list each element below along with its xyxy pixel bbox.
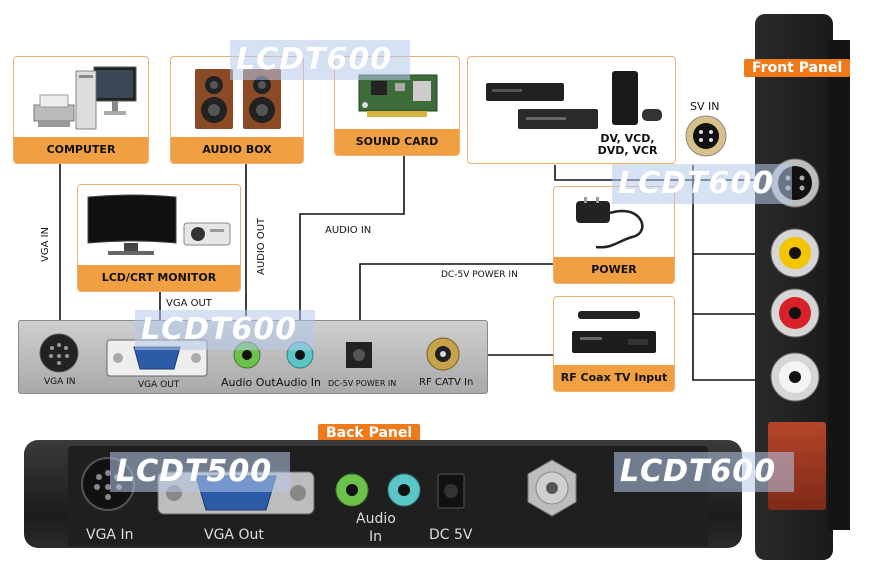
rf-label: RF Coax TV Input (554, 365, 674, 391)
watermark-bg-1 (230, 40, 410, 80)
computer-icon (33, 66, 137, 130)
back-dc-port-icon (437, 473, 465, 509)
sv-in-label: SV IN (690, 100, 720, 113)
power-label: POWER (554, 257, 674, 283)
vga-in-port-icon (39, 333, 79, 373)
watermark-5: LCDT600 (620, 454, 777, 489)
audio-in-cable-label: AUDIO IN (325, 225, 372, 236)
watermark-3: LCDT600 (141, 312, 298, 347)
front-s-in-text: S-IN (823, 168, 838, 195)
watermark-2: LCDT600 (618, 166, 775, 201)
dvd-label-line2: DVD, VCR (597, 144, 658, 157)
dvd-label-line1: DV, VCD, (600, 132, 655, 145)
rf-card: RF Coax TV Input (553, 296, 675, 392)
watermark-bg-3 (135, 310, 315, 350)
front-av-in-label: AV IN (823, 290, 862, 340)
dvd-player-icon (486, 71, 662, 129)
dvd-card: DV, VCD, DVD, VCR (467, 56, 676, 164)
monitor-icon (87, 194, 231, 255)
audio-out-cable-label: AUDIO OUT (256, 217, 267, 275)
watermark-bg-5 (614, 452, 794, 492)
power-adapter-icon (576, 197, 644, 249)
front-panel-side (828, 40, 850, 530)
vga-in-cable-label: VGA IN (40, 226, 51, 262)
top-audio-in-label: Audio In (276, 376, 321, 389)
back-audio-label-line1: Audio (356, 511, 396, 527)
watermark-bg-2 (612, 164, 792, 204)
watermark-1: LCDT600 (236, 42, 393, 77)
watermark-4: LCDT500 (116, 454, 273, 489)
audio-box-card: AUDIO BOX (170, 56, 304, 164)
computer-label: COMPUTER (14, 137, 148, 163)
front-panel-title: Front Panel (744, 59, 851, 77)
audio-box-label: AUDIO BOX (171, 137, 303, 163)
back-audio-label-line2: In (369, 529, 383, 545)
top-dc-label: DC-5V POWER IN (328, 379, 397, 388)
back-rf-port-icon (527, 459, 577, 517)
front-audio-left-port-icon (770, 352, 820, 402)
front-audio-right-port-icon (770, 288, 820, 338)
sound-card-icon (358, 74, 438, 117)
back-audio-in-port-icon (387, 473, 421, 507)
computer-card: COMPUTER (13, 56, 149, 164)
back-panel-title: Back Panel (318, 424, 421, 442)
watermark-bg-4 (110, 452, 290, 492)
tv-tuner-icon (572, 311, 656, 353)
rf-port-icon (426, 337, 460, 371)
back-dc-label: DC 5V (429, 527, 473, 543)
sound-card-label: SOUND CARD (335, 129, 459, 155)
dc-power-cable-label: DC-5V POWER IN (441, 270, 518, 280)
monitor-label: LCD/CRT MONITOR (78, 265, 240, 291)
front-av-in-text: AV IN (823, 290, 838, 325)
dc-port-icon (346, 342, 372, 368)
back-audio-out-port-icon (335, 473, 369, 507)
back-vga-in-label: VGA In (86, 527, 134, 543)
dvd-label: DV, VCD, DVD, VCR (580, 132, 675, 163)
speaker-icon (195, 69, 281, 129)
top-rf-label: RF CATV In (419, 377, 474, 388)
vga-out-cable-label: VGA OUT (166, 298, 212, 309)
back-vga-out-label: VGA Out (204, 527, 264, 543)
top-vga-out-label: VGA OUT (138, 380, 180, 390)
top-audio-out-label: Audio Out (221, 376, 276, 389)
top-vga-in-label: VGA IN (44, 377, 76, 387)
front-video-port-icon (770, 228, 820, 278)
front-s-in-label: S-IN (823, 168, 862, 208)
s-video-connector-icon (685, 115, 727, 157)
monitor-card: LCD/CRT MONITOR (77, 184, 241, 292)
